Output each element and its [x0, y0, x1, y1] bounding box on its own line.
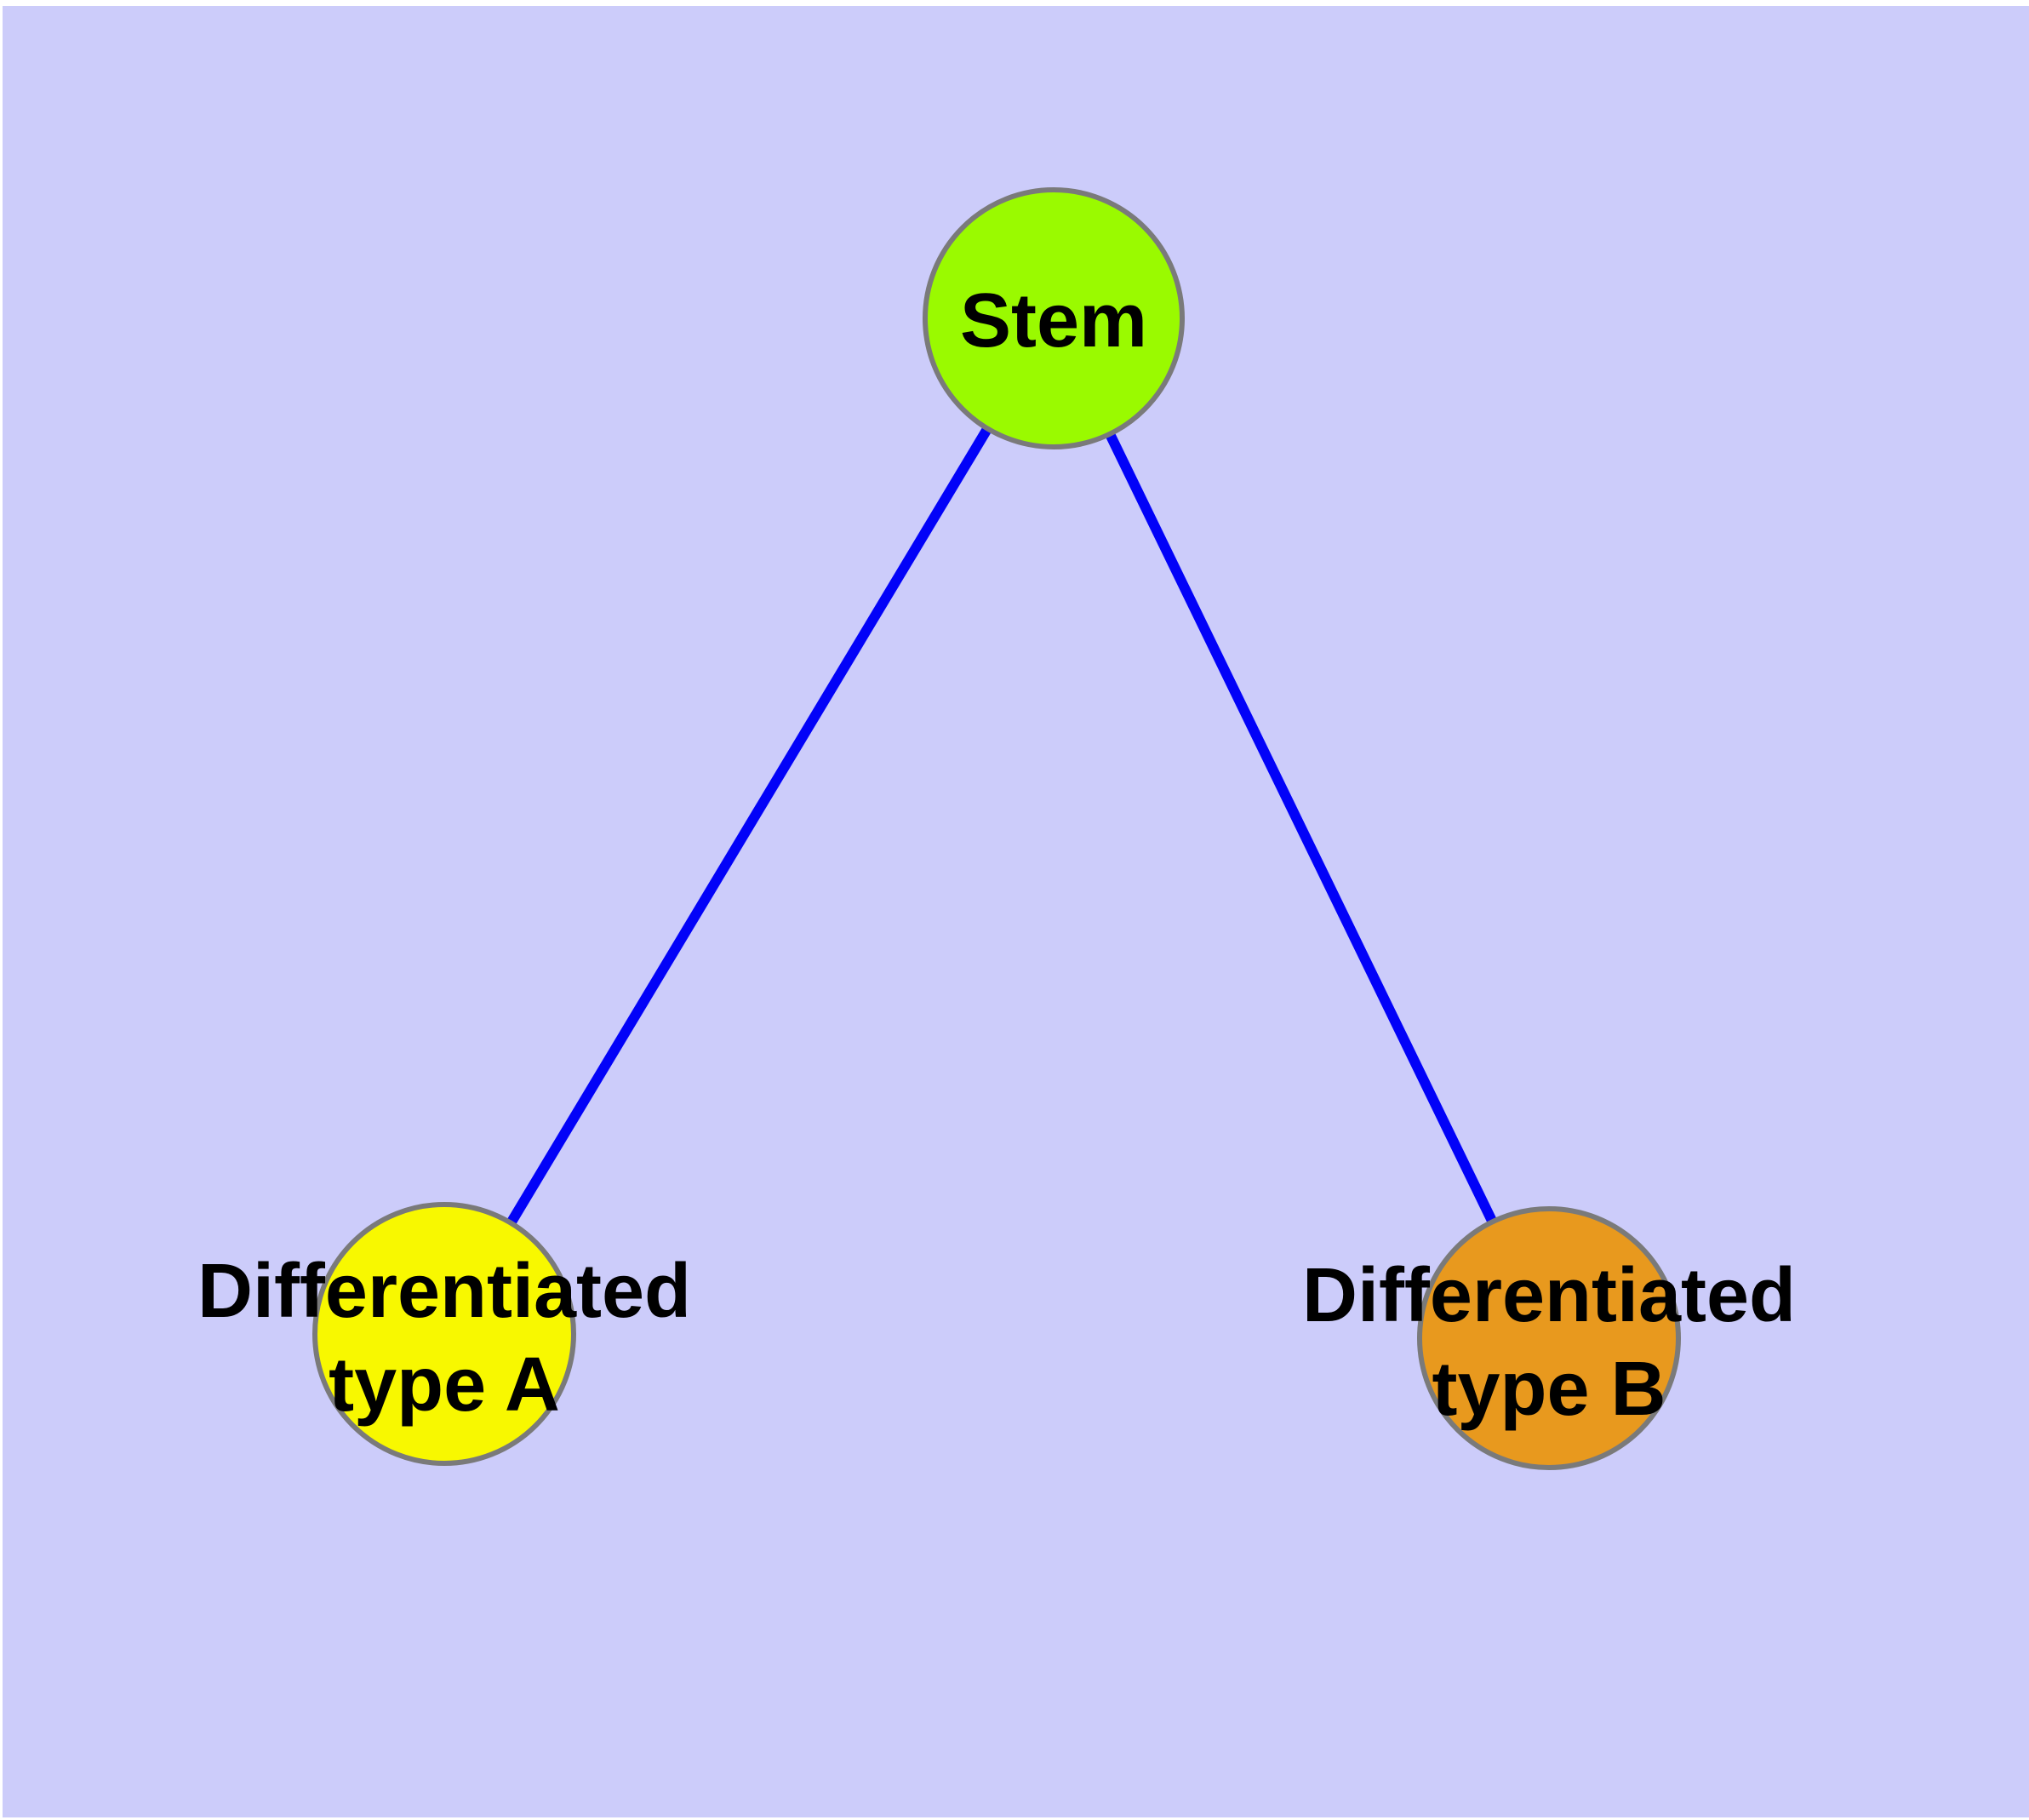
node-label-line: Differentiated [197, 1249, 691, 1334]
node-label-line: Stem [960, 278, 1147, 363]
node-label-line: type A [329, 1342, 560, 1428]
edge-stem-to-differentiated-type-b [1049, 316, 1554, 1341]
node-circle-differentiated-type-a [312, 1202, 576, 1466]
node-label-line: Differentiated [1302, 1253, 1796, 1338]
node-label-line: type B [1432, 1347, 1666, 1432]
node-stem: Stem [923, 187, 1185, 449]
edge-stem-to-differentiated-type-a [439, 315, 1059, 1337]
node-circle-stem [923, 187, 1185, 449]
node-label-differentiated-type-b: Differentiated type B [1302, 1253, 1796, 1432]
edges-layer [439, 315, 1554, 1341]
node-label-stem: Stem [960, 278, 1147, 363]
node-circle-differentiated-type-b [1417, 1206, 1681, 1470]
node-differentiated-type-b: Differentiated type B [1302, 1206, 1796, 1470]
